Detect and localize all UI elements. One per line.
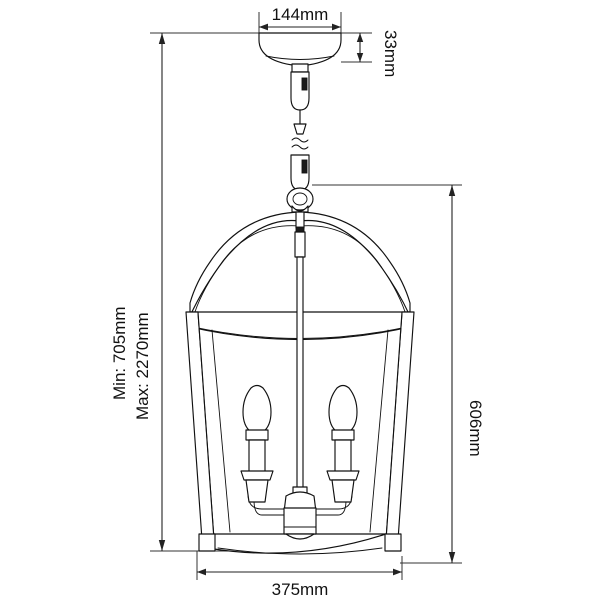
socket-cup-left [245,479,269,503]
dimension-label-canopy-width: 144mm [272,5,329,24]
lamp-arm-assembly [247,477,353,540]
chain-link-lower-shade [301,159,308,174]
bobeche-left [240,470,274,481]
chain-link-upper-shade [301,77,308,91]
dimension-fixture-width: 375mm [196,551,403,599]
hanger-loop-outer [286,187,314,211]
candle-lamp-right [326,384,360,503]
bobeche-right [326,470,360,481]
chain-knuckle [293,123,307,135]
lantern-post-left-inner [197,313,215,539]
bulb-left-base [245,429,269,441]
candle-lamp-left [240,384,274,503]
center-rod-joint [295,226,305,233]
canopy-collar [291,63,309,73]
dimension-fixture-height: 606mm [312,184,485,564]
hanger-base [291,205,309,213]
dimension-label-height-max: Max: 2270mm [133,312,152,420]
canopy-assembly [258,32,342,73]
chain-suspension [290,71,310,191]
lantern-post-right-depth [369,329,389,533]
chain-break-symbol-lower [291,144,309,150]
lantern-top-curve-inner-left [192,225,301,319]
center-rod-assembly [294,211,306,490]
hub-bottom-cap [285,533,315,540]
bulb-left [242,384,272,433]
center-rod-shaft [296,256,304,490]
canopy-inner-edge [265,55,335,60]
dimension-canopy-width: 144mm [258,5,342,38]
dimension-label-height-min: Min: 705mm [110,306,129,400]
lantern-bottom-rail-inner [217,547,383,555]
candle-tube-right [334,439,352,473]
lantern-post-left-depth [211,329,231,533]
center-rod-upper-sleeve [294,231,306,258]
dimension-overall-height: Min: 705mm Max: 2270mm [110,32,268,552]
bulb-right [328,384,358,433]
lantern-foot-right [384,533,402,552]
bulb-right-base [331,429,355,441]
hub-body [283,507,317,535]
chain-break-symbol-upper [291,137,309,143]
hanger-loop-inner [292,192,308,206]
center-rod-top-collar [295,211,305,229]
dimension-label-canopy-height: 33mm [381,30,400,77]
lantern-top-curve-inner-right [299,225,408,319]
lantern-bottom-rail [213,533,387,554]
dimension-label-fixture-height: 606mm [466,400,485,457]
dimension-label-fixture-width: 375mm [272,580,329,599]
lantern-frame [185,211,415,555]
lantern-foot-left [198,533,216,552]
candle-tube-left [248,439,266,473]
dimension-canopy-height: 33mm [341,30,400,77]
hanger-loop-assembly [286,187,314,213]
lantern-post-right-inner [385,313,403,539]
socket-cup-right [331,479,355,503]
